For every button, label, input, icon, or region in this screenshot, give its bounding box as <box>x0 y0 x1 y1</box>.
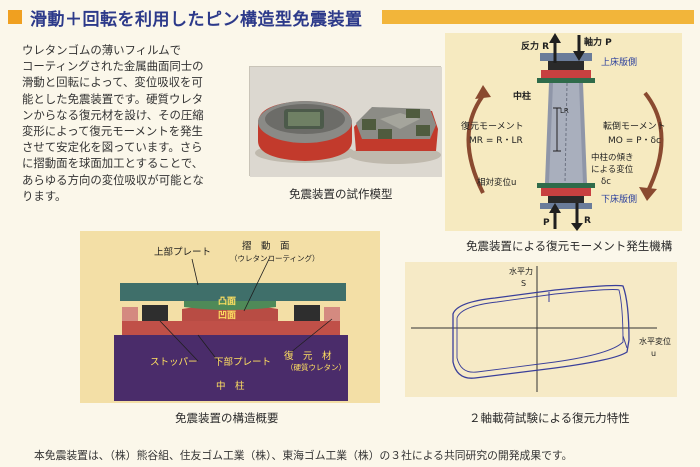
hysteresis-loop-inner <box>456 289 624 373</box>
tilt-label-line2: による変位 <box>591 164 634 175</box>
center-column-label: 中柱 <box>513 90 531 102</box>
tilt-label-line1: 中柱の傾き <box>591 152 634 163</box>
prototype-photo <box>249 66 442 177</box>
structure-caption: 免震装置の構造概要 <box>175 411 279 425</box>
page-title-bar: 滑動＋回転を利用したピン構造型免震装置 <box>8 6 363 30</box>
stopper-label: ストッパー <box>150 357 198 368</box>
upper-slab-label: 上床版側 <box>601 56 637 68</box>
moment-mechanism-diagram: 反力 R 軸力 P 上床版側 中柱 LR 復元モーメント MR = R・LR 転… <box>445 33 682 231</box>
test-caption: ２軸載荷試験による復元力特性 <box>469 411 630 425</box>
convex-label: 凸面 <box>218 296 236 307</box>
lr-label: LR <box>560 107 569 115</box>
concave-label: 凹面 <box>218 310 236 321</box>
title-bullet-icon <box>8 10 22 24</box>
restoring-moment-arrow <box>466 91 487 194</box>
y-axis-label-line2: S <box>521 279 526 288</box>
description-text: ウレタンゴムの薄いフィルムで コーティングされた金属曲面同士の 滑動と回転によっ… <box>22 42 246 204</box>
mr-formula-label: MR = R・LR <box>469 136 523 146</box>
y-axis-label-line1: 水平力 <box>509 266 533 276</box>
hysteresis-plot: 水平力 S 水平変位 u <box>405 262 677 397</box>
mo-formula-label: MO = P・δc <box>608 136 661 146</box>
rolling-moment-arrowhead <box>639 187 657 201</box>
axial-force-label: 軸力 P <box>584 36 612 48</box>
delta-c-label: δc <box>601 177 611 187</box>
rolling-moment-arrow <box>643 91 664 194</box>
hard-urethane-label: （硬質ウレタン） <box>286 362 346 372</box>
bottom-p-label: P <box>543 218 550 228</box>
mechanism-caption: 免震装置による復元モーメント発生機構 <box>466 239 673 253</box>
description-paragraph: ウレタンゴムの薄いフィルムで コーティングされた金属曲面同士の 滑動と回転によっ… <box>22 43 204 203</box>
reaction-force-label: 反力 R <box>521 40 549 52</box>
prototype-caption: 免震装置の試作模型 <box>289 187 393 201</box>
title-rule <box>382 10 694 24</box>
structure-diagram: 上部プレート 摺 動 面 （ウレタンコーティング） 凸面 凹面 ストッパー 下部… <box>80 231 380 403</box>
bottom-r-label: R <box>584 216 591 226</box>
hysteresis-loop-outer <box>452 284 630 379</box>
center-column-base-label: 中 柱 <box>216 380 245 392</box>
rolling-moment-label: 転倒モーメント <box>603 120 666 132</box>
x-axis-label-line1: 水平変位 <box>639 336 671 346</box>
urethane-coating-label: （ウレタンコーティング） <box>230 253 320 263</box>
footer-note: 本免震装置は、（株）熊谷組、住友ゴム工業（株）、東海ゴム工業（株）の３社による共… <box>34 449 573 462</box>
sliding-surface-label: 摺 動 面 <box>242 240 290 252</box>
restoring-moment-label: 復元モーメント <box>461 120 524 132</box>
lower-slab-label: 下床版側 <box>601 193 637 205</box>
lower-plate-label: 下部プレート <box>214 356 271 368</box>
upper-plate-label: 上部プレート <box>154 246 211 258</box>
restoring-material-label: 復 元 材 <box>284 350 332 362</box>
page-title: 滑動＋回転を利用したピン構造型免震装置 <box>30 9 363 30</box>
restoring-moment-arrowhead <box>475 85 491 99</box>
x-axis-label-line2: u <box>651 349 656 358</box>
relative-displacement-label: 相対変位u <box>477 177 516 188</box>
